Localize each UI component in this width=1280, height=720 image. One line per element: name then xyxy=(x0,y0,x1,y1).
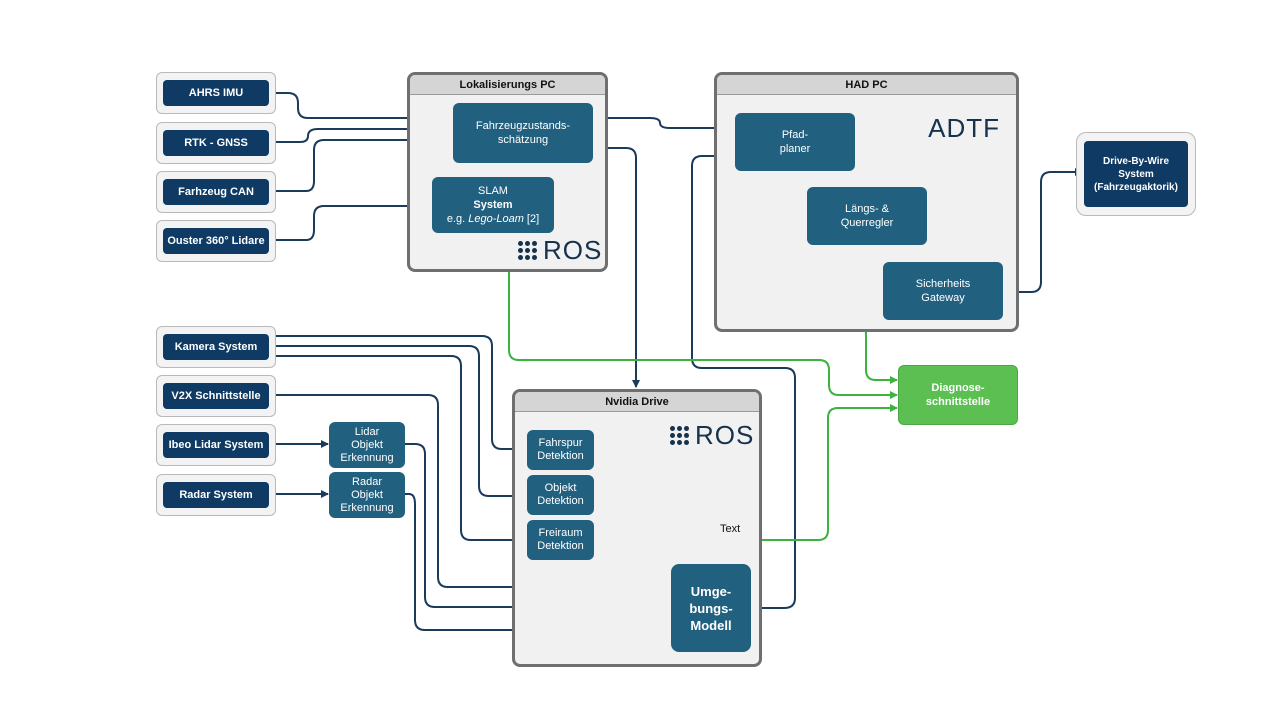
sicher-label-line2: Gateway xyxy=(921,292,965,304)
arrow-lidar-to-umg xyxy=(405,443,671,611)
lidar-objekt-erkennung-box: Lidar Objekt Erkennung xyxy=(329,422,405,468)
arrow-kamera-to-objekt xyxy=(276,345,526,500)
input-ibeo-lidar: Ibeo Lidar System xyxy=(156,424,276,466)
input-rtk-gnss-label: RTK - GNSS xyxy=(163,130,269,156)
arrow-rtk-to-fzs xyxy=(276,125,453,143)
radar-obj-line2: Objekt xyxy=(351,488,383,501)
diagnoseschnittstelle-box: Diagnose- schnittstelle xyxy=(898,365,1018,425)
radar-objekt-erkennung-box: Radar Objekt Erkennung xyxy=(329,472,405,518)
ros-logo-text: ROS xyxy=(695,420,755,450)
sicher-label-line1: Sicherheits xyxy=(915,278,971,290)
ros-logo-nvidia: ROS xyxy=(670,420,754,451)
nvidia-drive-title: Nvidia Drive xyxy=(515,392,759,412)
fahrzeugzustandsschaetzung-box: Fahrzeugzustands- schätzung xyxy=(453,103,593,163)
ros-dots-icon xyxy=(518,241,537,260)
freiraum-line2: Detektion xyxy=(537,540,584,552)
diag-label-line1: Diagnose- xyxy=(931,382,985,394)
radar-obj-line3: Erkennung xyxy=(340,501,394,514)
freiraum-detektion-box: Freiraum Detektion xyxy=(527,520,594,560)
arrow-v2x-to-umg xyxy=(276,394,671,591)
arrow-fzs-to-pfad xyxy=(593,117,735,132)
laengs-label-line1: Längs- & xyxy=(844,203,890,215)
dbw-line1: Drive-By-Wire xyxy=(1102,155,1170,167)
fahrspur-line2: Detektion xyxy=(537,450,584,462)
input-radar-system-label: Radar System xyxy=(163,482,269,508)
input-fahrzeug-can: Farhzeug CAN xyxy=(156,171,276,213)
input-rtk-gnss: RTK - GNSS xyxy=(156,122,276,164)
drive-by-wire-inner: Drive-By-Wire System (Fahrzeugaktorik) xyxy=(1084,141,1188,207)
text-annotation: Text xyxy=(720,523,741,535)
fzs-label-line2: schätzung xyxy=(497,134,549,146)
umgebungsmodell-box: Umge- bungs- Modell xyxy=(671,564,751,652)
had-pc-title: HAD PC xyxy=(717,75,1016,95)
input-v2x-label: V2X Schnittstelle xyxy=(163,383,269,409)
freiraum-line1: Freiraum xyxy=(538,527,583,539)
sicherheits-gateway-box: Sicherheits Gateway xyxy=(883,262,1003,320)
objekt-det-line1: Objekt xyxy=(544,482,577,494)
lidar-obj-line3: Erkennung xyxy=(340,451,394,464)
fahrspur-detektion-box: Fahrspur Detektion xyxy=(527,430,594,470)
pfad-label-line1: Pfad- xyxy=(781,129,809,141)
ros-logo-localization: ROS xyxy=(518,235,602,266)
input-ibeo-lidar-label: Ibeo Lidar System xyxy=(163,432,269,458)
slam-label-line3: e.g. Lego-Loam [2] xyxy=(446,213,540,225)
input-ahrs-imu: AHRS IMU xyxy=(156,72,276,114)
green-nvidia-to-diag xyxy=(762,404,898,541)
lokalisierungs-pc: Lokalisierungs PC ROS xyxy=(407,72,608,272)
input-kamera-system: Kamera System xyxy=(156,326,276,368)
umg-line2: bungs- xyxy=(689,600,733,616)
pfad-label-line2: planer xyxy=(779,143,811,155)
lokalisierungs-pc-title: Lokalisierungs PC xyxy=(410,75,605,95)
fahrspur-line1: Fahrspur xyxy=(538,437,583,449)
arrow-fzs-to-nvidia xyxy=(593,147,640,388)
input-ouster-lidar: Ouster 360° Lidare xyxy=(156,220,276,262)
dbw-line3: (Fahrzeugaktorik) xyxy=(1094,181,1178,193)
slam-system-box: SLAM System e.g. Lego-Loam [2] xyxy=(432,177,554,233)
fzs-label-line1: Fahrzeugzustands- xyxy=(475,120,571,132)
drive-by-wire-system: Drive-By-Wire System (Fahrzeugaktorik) xyxy=(1076,132,1196,216)
arrow-ouster-to-slam xyxy=(276,202,432,241)
adtf-label: ADTF xyxy=(928,113,1000,143)
arrow-ahrs-to-fzs xyxy=(276,92,453,122)
umg-line1: Umge- xyxy=(690,583,732,599)
radar-obj-line1: Radar xyxy=(352,475,382,488)
arrow-umg-to-pfad xyxy=(691,152,796,609)
green-loc-to-diag xyxy=(508,272,898,399)
ros-logo-text: ROS xyxy=(543,235,603,265)
objekt-det-line2: Detektion xyxy=(537,495,584,507)
laengs-label-line2: Querregler xyxy=(840,217,894,229)
lidar-obj-line1: Lidar xyxy=(354,425,380,438)
input-radar-system: Radar System xyxy=(156,474,276,516)
laengs-querregler-box: Längs- & Querregler xyxy=(807,187,927,245)
slam-label-line2: System xyxy=(473,199,513,211)
arrow-sicher-to-dbw xyxy=(1003,168,1083,293)
objekt-detektion-box: Objekt Detektion xyxy=(527,475,594,515)
arrow-can-to-fzs xyxy=(276,136,453,192)
input-kamera-system-label: Kamera System xyxy=(163,334,269,360)
diag-label-line2: schnittstelle xyxy=(925,396,991,408)
slam-label-line1: SLAM xyxy=(478,185,508,197)
lidar-obj-line2: Objekt xyxy=(351,438,383,451)
pfadplaner-box: Pfad- planer xyxy=(735,113,855,171)
umg-line3: Modell xyxy=(690,617,732,633)
input-v2x: V2X Schnittstelle xyxy=(156,375,276,417)
arrow-kamera-to-freiraum xyxy=(276,355,526,544)
dbw-line2: System xyxy=(1118,168,1154,180)
input-fahrzeug-can-label: Farhzeug CAN xyxy=(163,179,269,205)
input-ouster-lidar-label: Ouster 360° Lidare xyxy=(163,228,269,254)
ros-dots-icon xyxy=(670,426,689,445)
arrow-radarobj-to-umg xyxy=(405,493,671,634)
green-had-to-diag xyxy=(865,332,898,384)
input-ahrs-imu-label: AHRS IMU xyxy=(163,80,269,106)
arrow-kamera-to-fahrspur xyxy=(276,335,526,453)
